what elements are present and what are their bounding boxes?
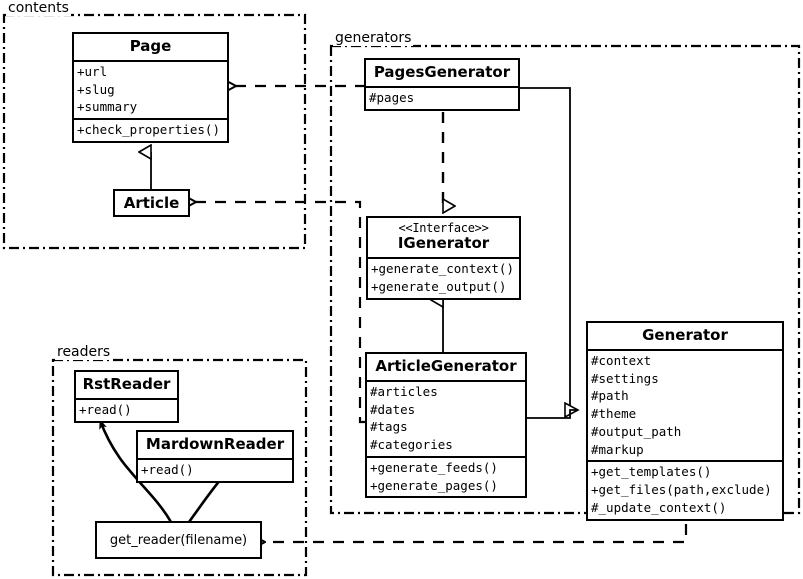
attribute: #categories	[370, 437, 453, 453]
dependency-articlegenerator-to-article	[196, 202, 366, 424]
method: +check_properties()	[77, 122, 220, 138]
class-name-generator: Generator	[642, 326, 728, 344]
class-box-article[interactable]: Article	[113, 189, 190, 217]
attribute: #tags	[370, 419, 408, 435]
class-name-rst-reader: RstReader	[82, 375, 171, 393]
class-methods-article-generator: +generate_feeds() +generate_pages()	[367, 455, 525, 497]
class-attributes-generator: #context #settings #path #theme #output_…	[588, 348, 782, 461]
class-methods-igenerator: +generate_context() +generate_output()	[368, 257, 519, 298]
class-box-rst-reader[interactable]: RstReader +read()	[74, 370, 179, 423]
attribute: #context	[591, 352, 652, 368]
class-attributes-page: +url +slug +summary	[74, 59, 227, 118]
attribute: +summary	[77, 99, 138, 115]
method: #_update_context()	[591, 499, 727, 515]
method: +generate_pages()	[370, 477, 498, 493]
attribute: #output_path	[591, 423, 682, 439]
method: +generate_context()	[371, 261, 514, 277]
method: +generate_output()	[371, 278, 507, 294]
function-box-get-reader[interactable]: get_reader(filename)	[95, 521, 262, 559]
attribute: #markup	[591, 441, 644, 457]
class-name-page: Page	[129, 37, 172, 55]
function-name-get-reader: get_reader(filename)	[109, 532, 248, 548]
attribute: +url	[77, 63, 108, 79]
class-methods-mardown-reader: +read()	[138, 457, 292, 481]
class-box-mardown-reader[interactable]: MardownReader +read()	[136, 430, 294, 483]
package-label-contents: contents	[6, 0, 71, 16]
generalization-articlegenerator-to-generator	[527, 409, 578, 419]
class-attributes-article-generator: #articles #dates #tags #categories	[367, 379, 525, 456]
attribute: #dates	[370, 401, 416, 417]
class-stereotype-igenerator: <<Interface>>	[398, 221, 489, 235]
generalization-pagesgenerator-to-generator	[519, 87, 578, 410]
class-methods-rst-reader: +read()	[76, 397, 177, 421]
class-box-generator[interactable]: Generator #context #settings #path #them…	[586, 321, 784, 521]
class-box-igenerator[interactable]: <<Interface>> IGenerator +generate_conte…	[366, 216, 521, 300]
class-methods-generator: +get_templates() +get_files(path,exclude…	[588, 460, 782, 518]
method: +read()	[141, 461, 194, 477]
class-name-mardown-reader: MardownReader	[145, 435, 285, 453]
class-name-article: Article	[123, 194, 180, 212]
class-box-page[interactable]: Page +url +slug +summary +check_properti…	[72, 32, 229, 143]
class-name-igenerator: <<Interface>> IGenerator	[368, 218, 519, 257]
class-methods-page: +check_properties()	[74, 118, 227, 141]
attribute: #theme	[591, 406, 637, 422]
attribute: #path	[591, 388, 629, 404]
attribute: #pages	[369, 89, 415, 105]
class-name-pages-generator: PagesGenerator	[373, 63, 511, 81]
attribute: +slug	[77, 81, 115, 97]
class-name-igenerator-text: IGenerator	[397, 234, 490, 253]
package-label-generators: generators	[333, 30, 414, 46]
class-box-pages-generator[interactable]: PagesGenerator #pages	[364, 58, 520, 111]
method: +get_files(path,exclude)	[591, 482, 772, 498]
method: +get_templates()	[591, 464, 712, 480]
attribute: #settings	[591, 370, 659, 386]
class-attributes-pages-generator: #pages	[366, 85, 518, 109]
method: +read()	[79, 401, 132, 417]
attribute: #articles	[370, 383, 438, 399]
class-name-article-generator: ArticleGenerator	[375, 357, 517, 375]
method: +generate_feeds()	[370, 459, 498, 475]
package-label-readers: readers	[55, 344, 113, 360]
class-box-article-generator[interactable]: ArticleGenerator #articles #dates #tags …	[365, 352, 527, 499]
